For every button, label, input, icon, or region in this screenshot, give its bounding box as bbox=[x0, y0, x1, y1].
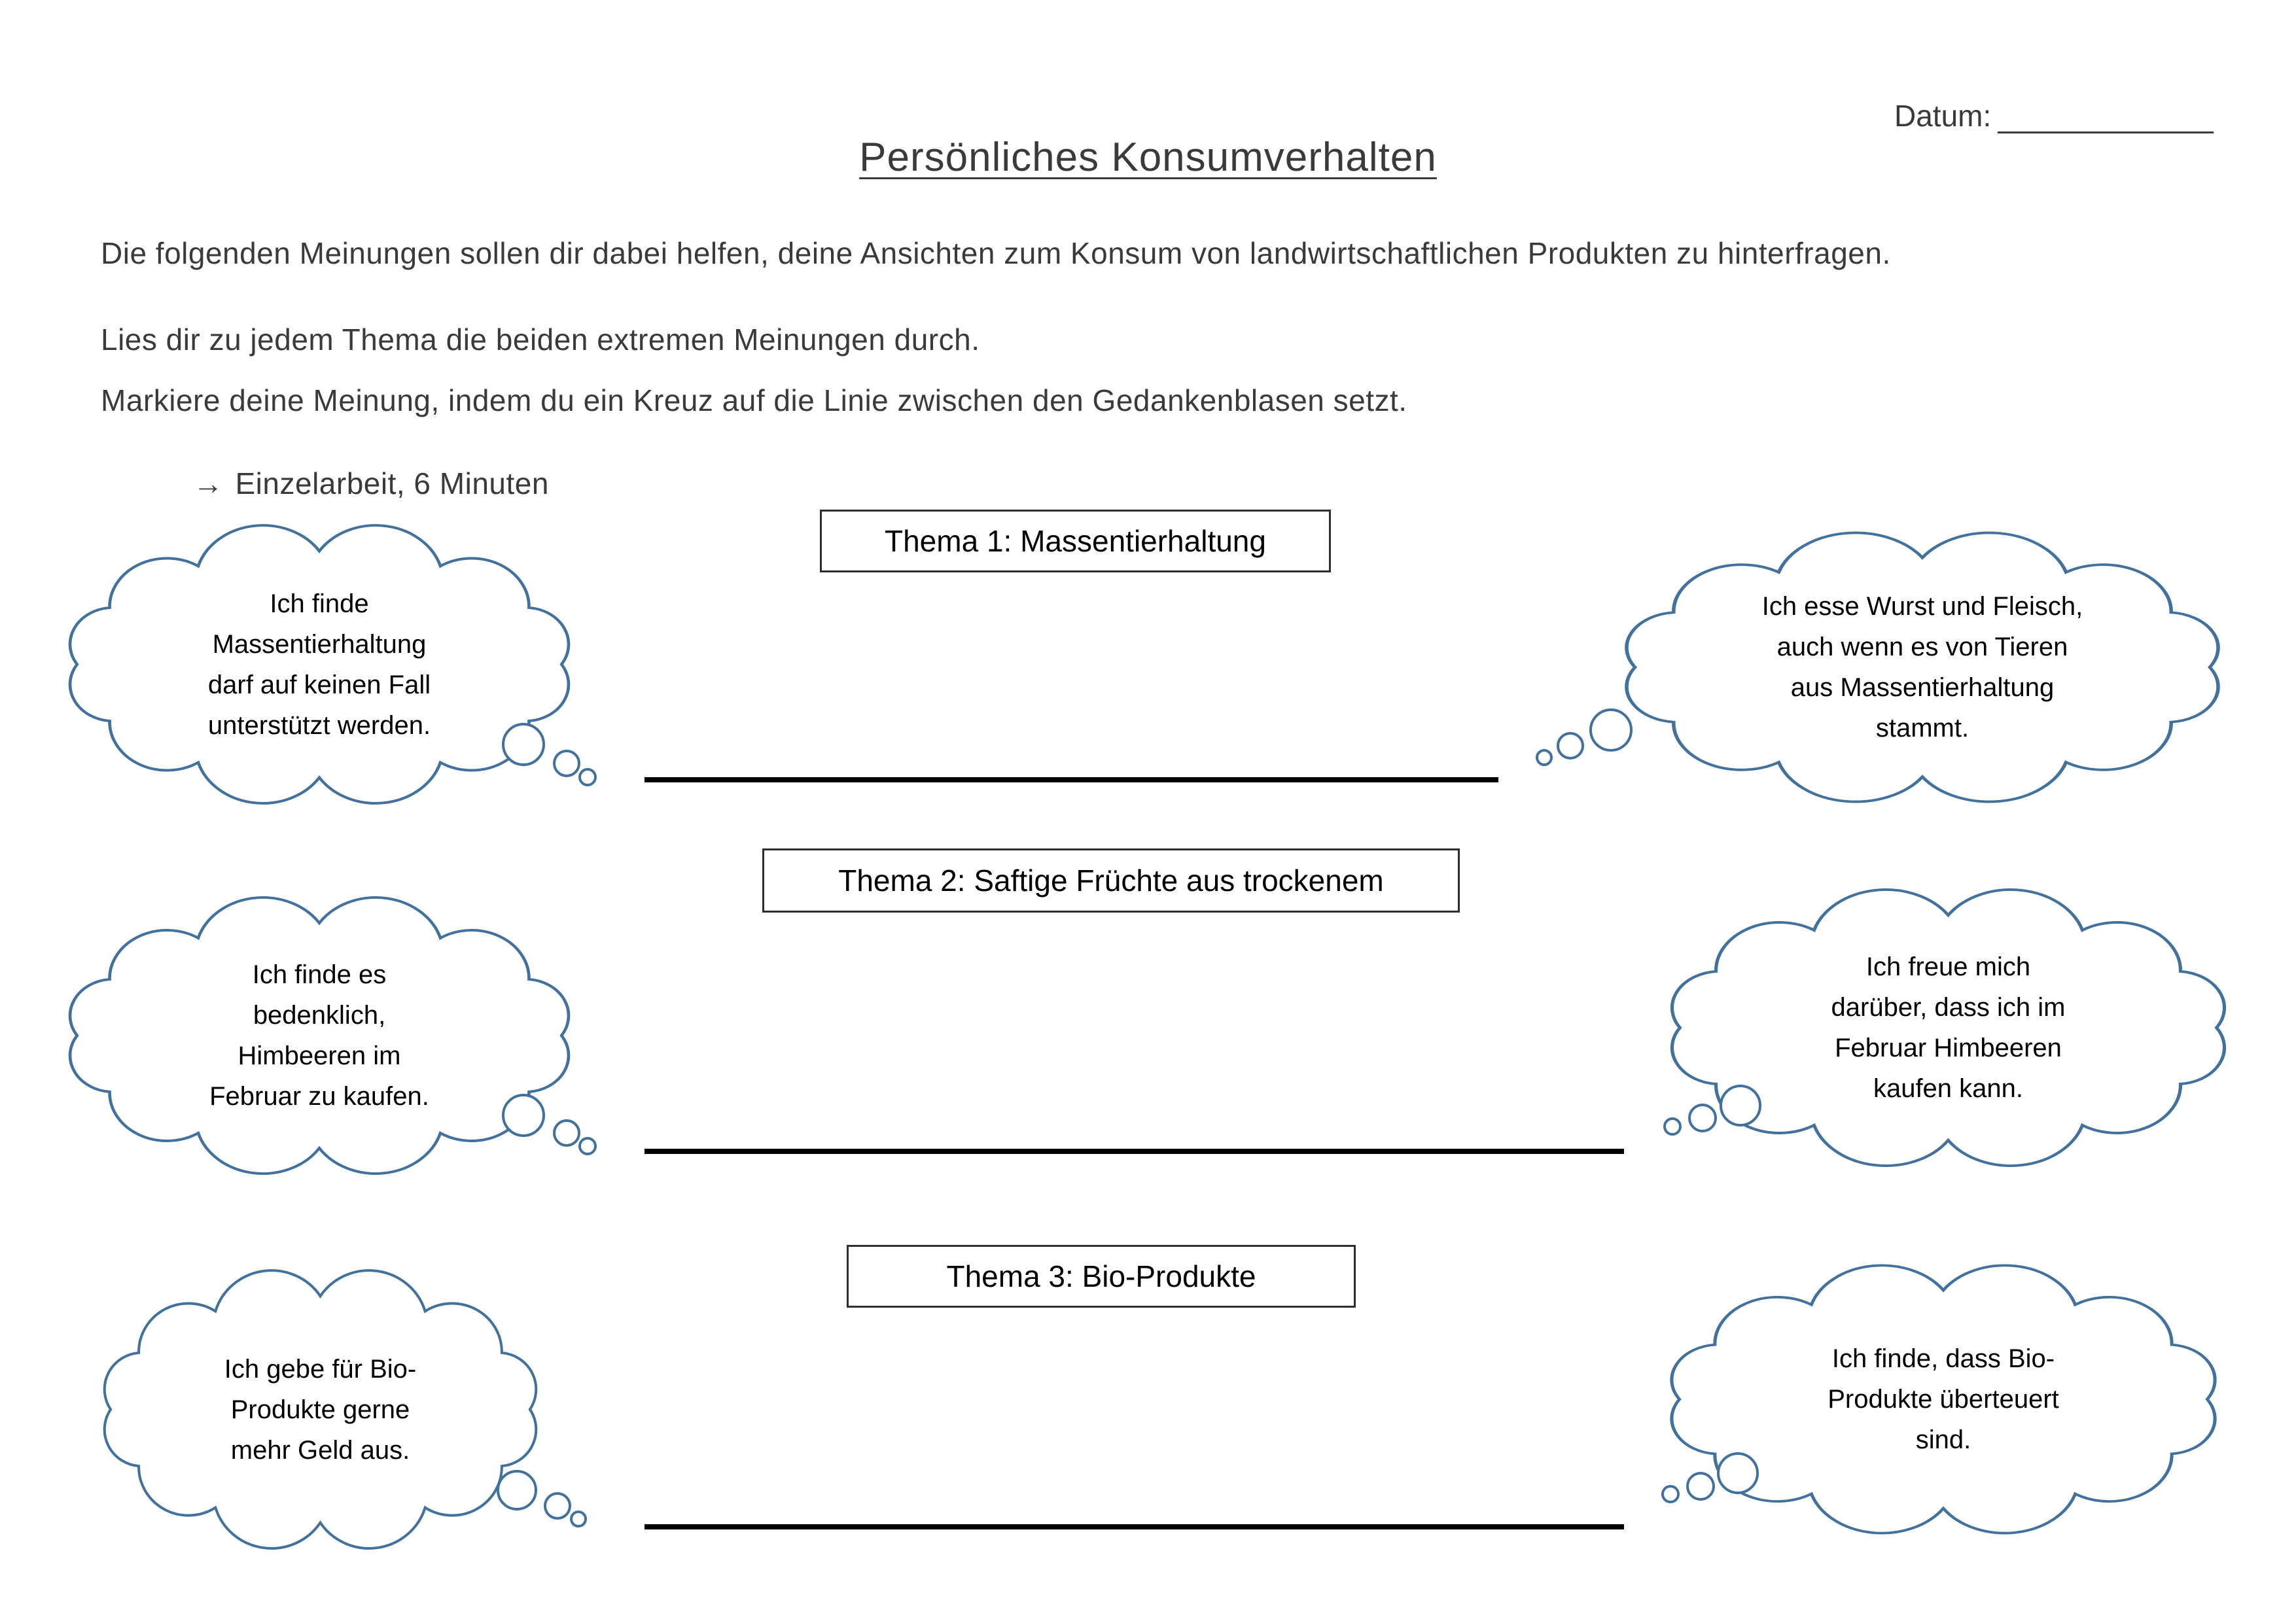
tail-bubble-icon bbox=[497, 1470, 537, 1510]
tail-bubble-icon bbox=[578, 768, 597, 786]
tail-bubble-icon bbox=[553, 1119, 580, 1147]
tail-bubble-icon bbox=[1661, 1485, 1680, 1503]
theme-box-2: Thema 2: Saftige Früchte aus trockenem bbox=[762, 848, 1460, 913]
tail-bubble-icon bbox=[578, 1137, 597, 1155]
instruction-1: Lies dir zu jedem Thema die beiden extre… bbox=[101, 323, 980, 357]
task-note: → Einzelarbeit, 6 Minuten bbox=[193, 466, 549, 501]
page-title: Persönliches Konsumverhalten bbox=[859, 135, 1437, 180]
tail-bubble-icon bbox=[1589, 708, 1633, 752]
arrow-icon: → bbox=[193, 466, 224, 500]
instruction-2: Markiere deine Meinung, indem du ein Kre… bbox=[101, 383, 1407, 417]
thought-bubble-left-3: Ich gebe für Bio- Produkte gerne mehr Ge… bbox=[86, 1257, 554, 1562]
datum-label: Datum: bbox=[1894, 99, 1992, 133]
tail-bubble-icon bbox=[553, 750, 580, 777]
thought-bubble-right-2: Ich freue mich darüber, dass ich im Febr… bbox=[1649, 877, 2248, 1179]
thought-bubble-right-3: Ich finde, dass Bio- Produkte überteuert… bbox=[1649, 1253, 2238, 1546]
cloud-icon bbox=[1625, 531, 2220, 803]
theme-box-2-label: Thema 2: Saftige Früchte aus trockenem bbox=[838, 864, 1384, 898]
thought-bubble-right-1: Ich esse Wurst und Fleisch, auch wenn es… bbox=[1602, 520, 2243, 814]
bubble-text: Ich esse Wurst und Fleisch, auch wenn es… bbox=[1761, 592, 2083, 742]
tail-bubble-icon bbox=[1720, 1085, 1761, 1126]
tail-bubble-icon bbox=[1557, 732, 1584, 759]
tail-bubble-icon bbox=[544, 1492, 571, 1520]
cloud-icon bbox=[68, 524, 571, 805]
tail-bubble-icon bbox=[1686, 1472, 1715, 1501]
bubble-text: Ich finde es bedenklich, Himbeeren im Fe… bbox=[209, 960, 429, 1111]
theme-box-1: Thema 1: Massentierhaltung bbox=[820, 510, 1331, 572]
opinion-line-3[interactable] bbox=[645, 1524, 1624, 1529]
tail-bubble-icon bbox=[1717, 1452, 1759, 1494]
theme-box-3: Thema 3: Bio-Produkte bbox=[847, 1245, 1356, 1308]
cloud-icon bbox=[1670, 1264, 2217, 1535]
bubble-text: Ich freue mich darüber, dass ich im Febr… bbox=[1831, 952, 2066, 1103]
datum-blank[interactable] bbox=[1998, 101, 2214, 133]
cloud-icon bbox=[103, 1269, 538, 1550]
tail-bubble-icon bbox=[502, 1094, 545, 1137]
cloud-icon bbox=[1670, 888, 2227, 1167]
bubble-text: Ich finde, dass Bio- Produkte überteuert… bbox=[1828, 1344, 2059, 1454]
thought-bubble-left-2: Ich finde es bedenklich, Himbeeren im Fe… bbox=[49, 884, 590, 1187]
theme-box-3-label: Thema 3: Bio-Produkte bbox=[946, 1259, 1256, 1293]
theme-box-1-label: Thema 1: Massentierhaltung bbox=[885, 524, 1266, 558]
tail-bubble-icon bbox=[570, 1510, 587, 1527]
bubble-text: Ich finde Massentierhaltung darf auf kei… bbox=[207, 589, 431, 740]
task-note-label: Einzelarbeit, 6 Minuten bbox=[235, 466, 549, 500]
tail-bubble-icon bbox=[1663, 1117, 1682, 1136]
intro-text: Die folgenden Meinungen sollen dir dabei… bbox=[101, 236, 1891, 270]
opinion-line-1[interactable] bbox=[645, 777, 1498, 782]
tail-bubble-icon bbox=[502, 723, 545, 766]
tail-bubble-icon bbox=[1688, 1104, 1717, 1132]
opinion-line-2[interactable] bbox=[645, 1149, 1624, 1154]
cloud-icon bbox=[68, 896, 571, 1175]
bubble-text: Ich gebe für Bio- Produkte gerne mehr Ge… bbox=[224, 1354, 417, 1465]
thought-bubble-left-1: Ich finde Massentierhaltung darf auf kei… bbox=[49, 512, 590, 816]
datum-field: Datum: bbox=[1894, 98, 2214, 133]
tail-bubble-icon bbox=[1536, 749, 1553, 766]
